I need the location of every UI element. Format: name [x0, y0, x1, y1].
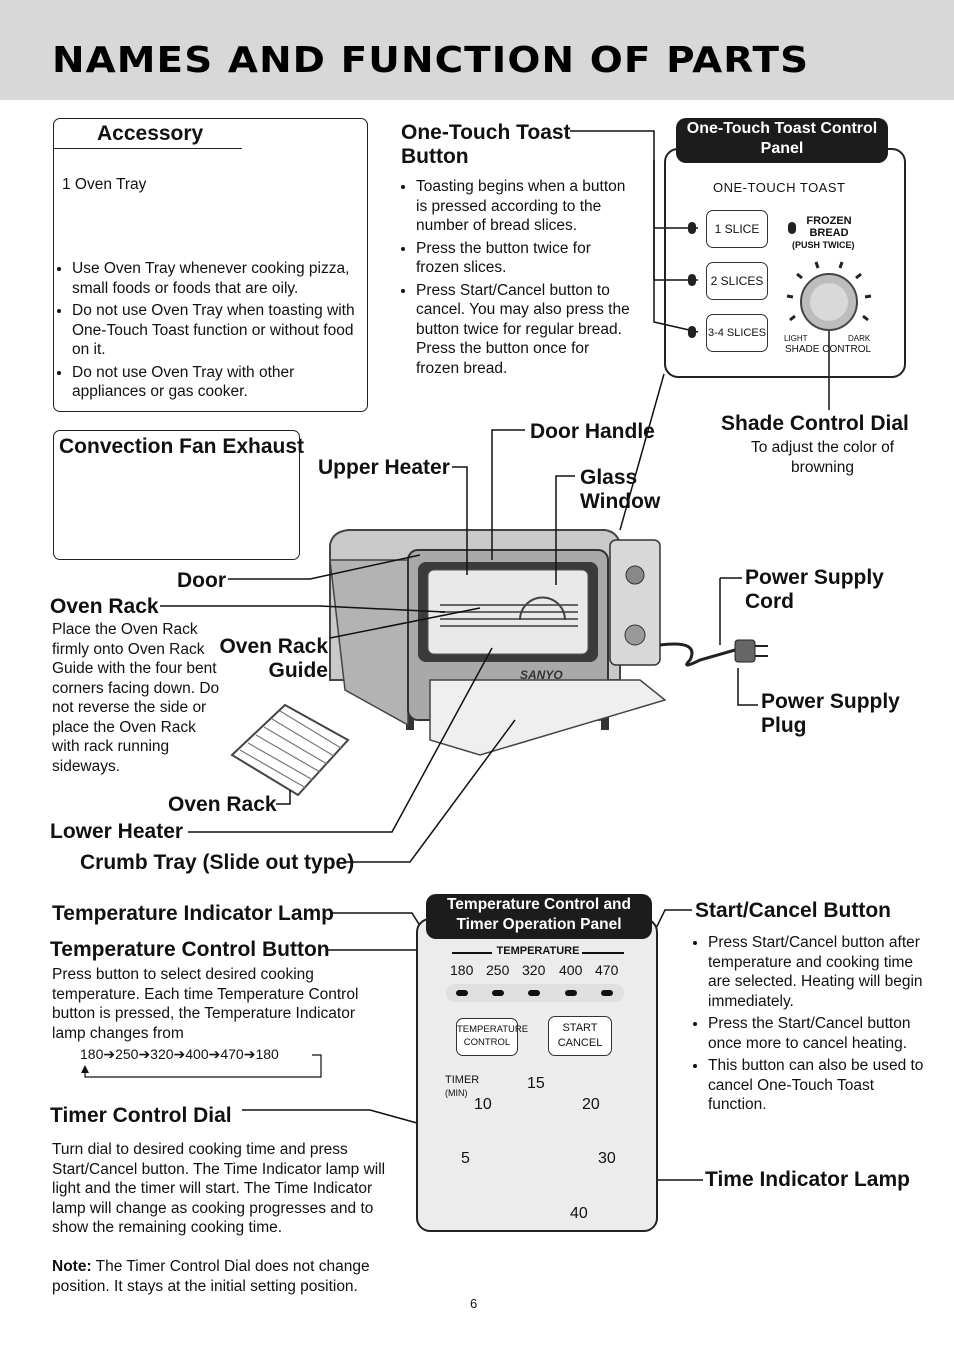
start-cancel-bullet: Press Start/Cancel button after temperat…: [708, 933, 933, 1011]
oven-rack-label-2: Oven Rack: [168, 793, 277, 816]
connector-lines: [160, 130, 830, 1186]
shade-dial-title: Shade Control Dial: [721, 412, 909, 435]
door-label: Door: [177, 569, 226, 592]
lower-heater-label: Lower Heater: [50, 820, 184, 843]
temp-heading-rule-right: [582, 952, 624, 954]
oven-rack-desc: Place the Oven Rack firmly onto Oven Rac…: [52, 621, 220, 775]
accessory-title: Accessory: [97, 122, 204, 145]
temp-value-320: 320: [522, 962, 546, 978]
temp-button-title: Temperature Control Button: [50, 938, 330, 961]
note-text: The Timer Control Dial does not change p…: [52, 1258, 370, 1295]
accessory-bullets: Use Oven Tray whenever cooking pizza, sm…: [52, 259, 372, 405]
timer-label: TIMER: [445, 1074, 480, 1086]
oven-rack-label: Oven Rack: [50, 595, 159, 618]
brand-logo: SANYO: [520, 668, 563, 682]
power-cord-label: Power Supply Cord: [745, 566, 884, 613]
timer-unit: (MIN): [445, 1088, 468, 1098]
accessory-item: 1 Oven Tray: [62, 176, 147, 193]
power-plug-label: Power Supply Plug: [761, 690, 900, 737]
timer-dial-note: Note: The Timer Control Dial does not ch…: [52, 1257, 397, 1296]
shade-dial: [786, 261, 872, 331]
sequence-arrowhead: [81, 1065, 89, 1073]
temp-value-180: 180: [450, 962, 474, 978]
accessory-bullet: Do not use Oven Tray when toasting with …: [72, 301, 372, 360]
light-label: LIGHT: [784, 334, 808, 343]
glass-window-label: Glass Window: [580, 466, 661, 513]
one-touch-bullets: Toasting begins when a button is pressed…: [396, 177, 636, 381]
sequence-bracket: [84, 1054, 322, 1078]
accessory-bullet: Do not use Oven Tray with other applianc…: [72, 363, 372, 402]
start-cancel-bullets: Press Start/Cancel button after temperat…: [688, 933, 933, 1118]
temp-sequence: 180➔250➔320➔400➔470➔180: [80, 1046, 279, 1062]
lamp-1-slice: [688, 222, 696, 234]
shade-dial-desc: To adjust the color of browning: [750, 439, 895, 476]
temperature-control-button[interactable]: TEMPERATURE CONTROL: [456, 1018, 528, 1056]
oven-rack-guide-label: Oven Rack Guide: [219, 635, 328, 682]
crumb-tray-label: Crumb Tray (Slide out type): [80, 851, 355, 874]
temp-lamp: [601, 990, 613, 996]
push-twice-note: (PUSH TWICE): [792, 240, 855, 250]
one-slice-button[interactable]: 1 SLICE: [706, 210, 768, 248]
temp-lamp: [565, 990, 577, 996]
one-touch-button-title: One-Touch Toast Button: [401, 121, 571, 168]
one-touch-bullet: Press Start/Cancel button to cancel. You…: [416, 281, 636, 379]
start-cancel-bullet: Press the Start/Cancel button once more …: [708, 1014, 933, 1053]
temp-panel-title: Temperature Control and Timer Operation …: [426, 894, 652, 939]
temp-button-desc: Press button to select desired cooking t…: [52, 966, 359, 1042]
convection-label: Convection Fan Exhaust: [59, 435, 305, 458]
note-label: Note:: [52, 1258, 92, 1275]
temp-heading-rule-left: [452, 952, 522, 954]
timer-mark-20: 20: [582, 1096, 600, 1113]
timer-mark-5: 5: [461, 1150, 470, 1167]
timer-mark-30: 30: [598, 1150, 616, 1167]
start-cancel-button[interactable]: START CANCEL: [548, 1016, 612, 1056]
frozen-bread-label: FROZEN BREAD: [806, 215, 852, 239]
accessory-bullet: Use Oven Tray whenever cooking pizza, sm…: [72, 259, 372, 298]
time-lamp-title: Time Indicator Lamp: [705, 1168, 910, 1191]
toaster-oven-illustration: [329, 529, 768, 756]
start-cancel-title: Start/Cancel Button: [695, 899, 892, 922]
toast-panel-heading: ONE-TOUCH TOAST: [713, 180, 846, 195]
toast-panel-title: One-Touch Toast Control Panel: [676, 118, 888, 163]
one-touch-bullet: Press the button twice for frozen slices…: [416, 239, 636, 278]
two-slices-button[interactable]: 2 SLICES: [706, 262, 768, 300]
accessory-box: [53, 118, 368, 412]
oven-rack-illustration: [230, 703, 350, 797]
convection-box: [53, 430, 300, 560]
temp-heading: TEMPERATURE: [492, 945, 584, 957]
timer-dial-title: Timer Control Dial: [50, 1104, 232, 1127]
temp-panel: [416, 918, 658, 1232]
temp-lamp-title: Temperature Indicator Lamp: [52, 902, 335, 925]
header-band: [0, 0, 954, 100]
temp-lamp: [456, 990, 468, 996]
door-handle-label: Door Handle: [530, 420, 655, 443]
lamp-2-slices: [688, 274, 696, 286]
dark-label: DARK: [848, 334, 871, 343]
three-four-slices-button[interactable]: 3-4 SLICES: [706, 314, 768, 352]
timer-mark-15: 15: [527, 1075, 545, 1092]
one-touch-bullet: Toasting begins when a button is pressed…: [416, 177, 636, 236]
temp-lamp: [528, 990, 540, 996]
shade-control-label: SHADE CONTROL: [785, 344, 872, 355]
start-cancel-bullet: This button can also be used to cancel O…: [708, 1056, 933, 1115]
timer-mark-10: 10: [474, 1096, 492, 1113]
accessory-title-rule: [53, 118, 242, 149]
frozen-lamp: [788, 222, 796, 234]
page-title: NAMES AND FUNCTION OF PARTS: [52, 40, 810, 81]
temp-lamp: [492, 990, 504, 996]
upper-heater-label: Upper Heater: [318, 456, 450, 479]
timer-dial-desc: Turn dial to desired cooking time and pr…: [52, 1141, 386, 1236]
temp-value-250: 250: [486, 962, 510, 978]
lamp-3-4-slices: [688, 326, 696, 338]
temp-value-470: 470: [595, 962, 619, 978]
page-number: 6: [470, 1296, 478, 1311]
timer-mark-40: 40: [570, 1205, 588, 1222]
temp-value-400: 400: [559, 962, 583, 978]
